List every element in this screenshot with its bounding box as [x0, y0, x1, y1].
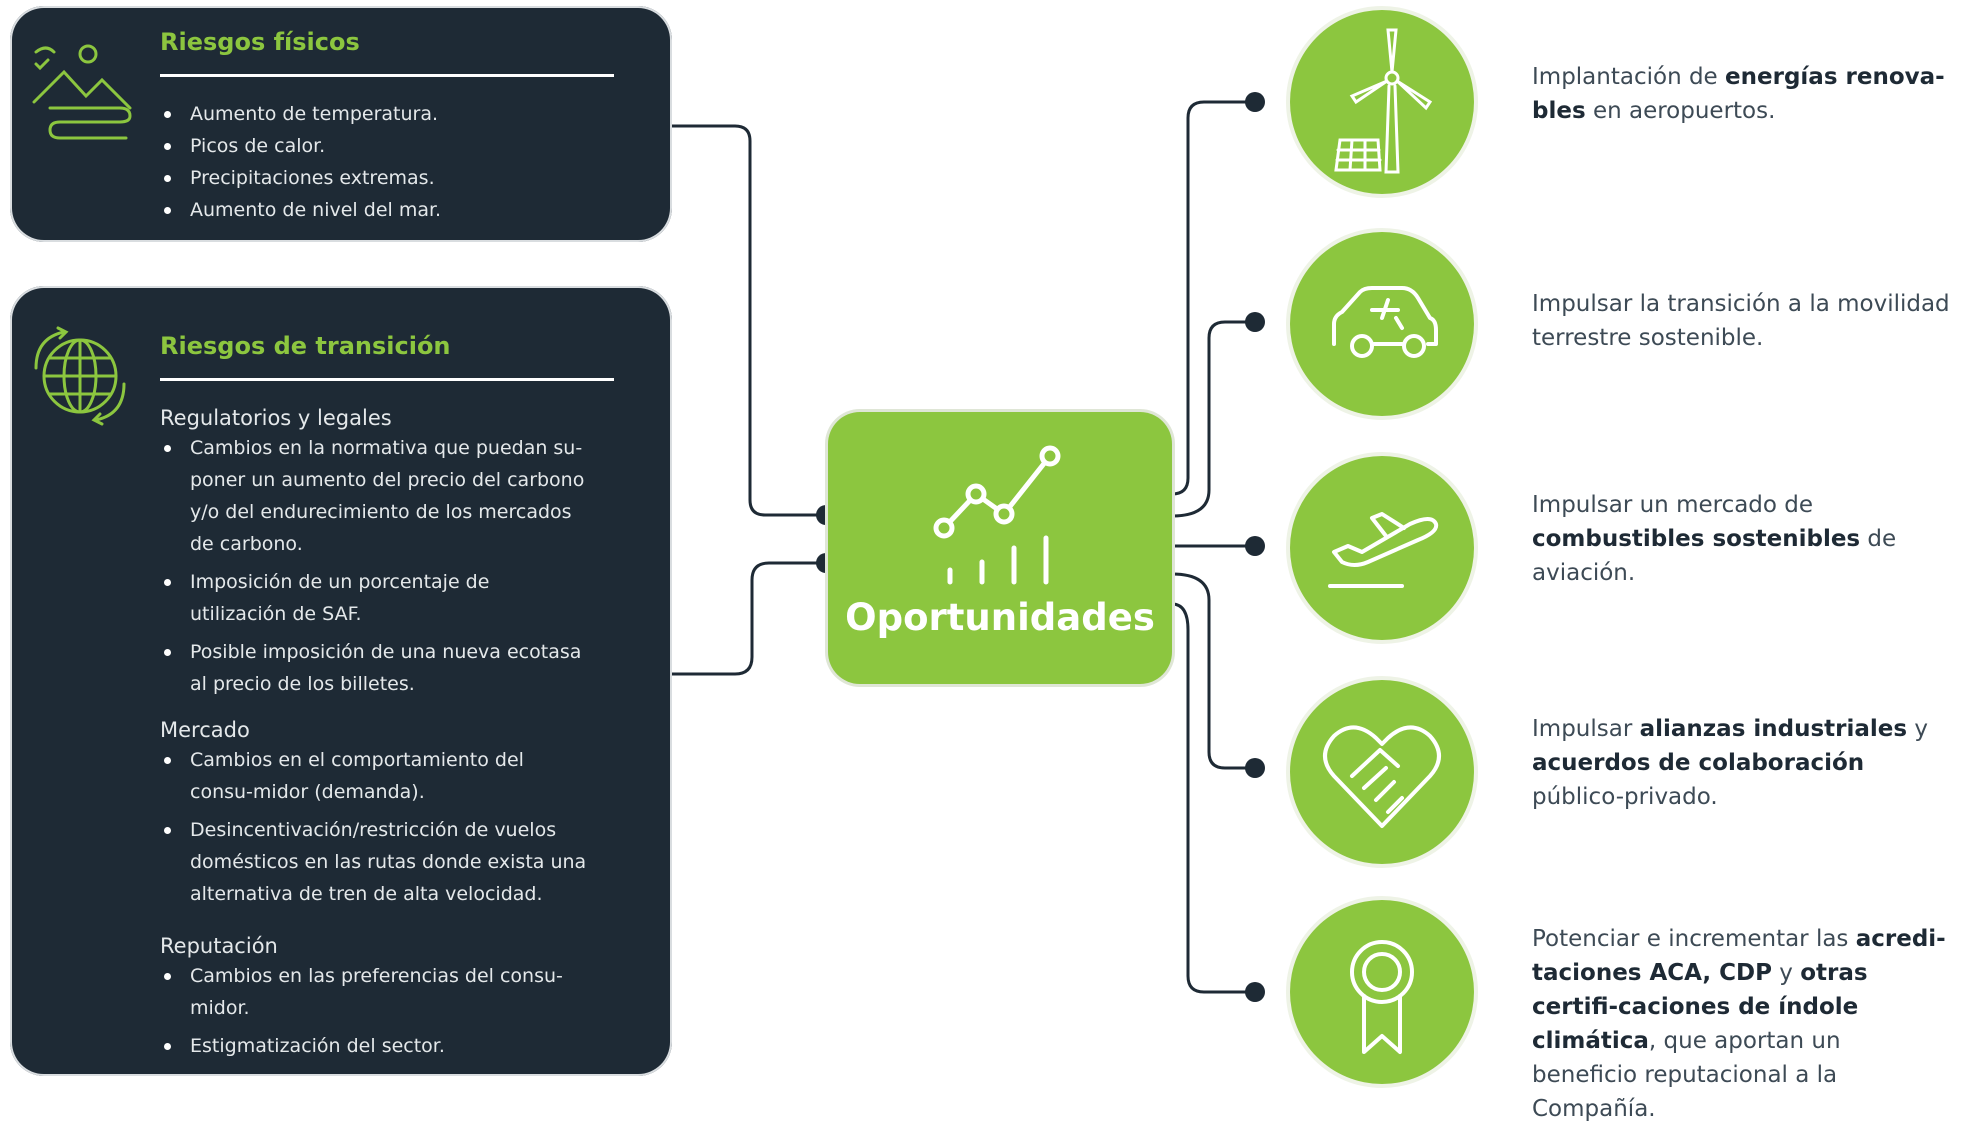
opportunity-text-certifications: Potenciar e incrementar las acredi-tacio…	[1532, 922, 1952, 1126]
body-text: en aeropuertos.	[1585, 98, 1776, 124]
hub-label: Oportunidades	[845, 596, 1155, 639]
group-label-market: Mercado	[160, 718, 250, 742]
physical-risks-list: Aumento de temperatura. Picos de calor. …	[160, 98, 441, 226]
highlight-text: otras certifi-caciones de índole climáti…	[1532, 960, 1868, 1054]
list-item: Picos de calor.	[160, 130, 441, 162]
list-item: Cambios en el comportamiento del consu-m…	[160, 744, 590, 808]
opportunity-text-saf: Impulsar un mercado de combustibles sost…	[1532, 488, 1952, 590]
list-item: Aumento de nivel del mar.	[160, 194, 441, 226]
list-item: Cambios en la normativa que puedan su-po…	[160, 432, 590, 560]
opportunity-icon-mobility	[1290, 232, 1474, 416]
list-item: Aumento de temperatura.	[160, 98, 441, 130]
body-text: y	[1907, 716, 1929, 742]
list-item: Cambios en las preferencias del consu-mi…	[160, 960, 590, 1024]
highlight-text: combustibles sostenibles	[1532, 526, 1861, 552]
highlight-text: acuerdos de colaboración	[1532, 750, 1865, 776]
list-item: Imposición de un porcentaje de utilizaci…	[160, 566, 590, 630]
transition-risks-title: Riesgos de transición	[160, 332, 451, 360]
growth-chart-icon	[924, 432, 1074, 597]
title-divider	[160, 74, 614, 77]
market-list: Cambios en el comportamiento del consu-m…	[160, 744, 590, 910]
body-text: Impulsar	[1532, 716, 1640, 742]
list-item: Posible imposición de una nueva ecotasa …	[160, 636, 590, 700]
body-text: Implantación de	[1532, 64, 1726, 90]
transition-risks-panel: Riesgos de transición Regulatorios y leg…	[10, 286, 672, 1076]
body-text: y	[1771, 960, 1801, 986]
body-text: Impulsar un mercado de	[1532, 492, 1814, 518]
body-text: Impulsar la transición a la movilidad te…	[1532, 291, 1950, 351]
opportunity-text-alliances: Impulsar alianzas industriales y acuerdo…	[1532, 712, 1952, 814]
opportunity-icon-saf	[1290, 456, 1474, 640]
highlight-text: alianzas industriales	[1639, 716, 1908, 742]
group-label-reputation: Reputación	[160, 934, 278, 958]
reputation-list: Cambios en las preferencias del consu-mi…	[160, 960, 590, 1062]
physical-risks-panel: Riesgos físicos Aumento de temperatura. …	[10, 6, 672, 242]
list-item: Estigmatización del sector.	[160, 1030, 590, 1062]
regulatory-list: Cambios en la normativa que puedan su-po…	[160, 432, 590, 700]
title-divider	[160, 378, 614, 381]
connector-lines	[672, 92, 1265, 1002]
highlight-text: energías renova-bles	[1532, 64, 1945, 124]
opportunity-icon-alliances	[1290, 680, 1474, 864]
opportunity-icon-certifications	[1290, 900, 1474, 1084]
opportunity-icon-renewables	[1290, 10, 1474, 194]
globe-arrows-icon	[30, 326, 130, 431]
opportunity-text-mobility: Impulsar la transición a la movilidad te…	[1532, 287, 1952, 355]
highlight-text: acredi-taciones ACA, CDP	[1532, 926, 1946, 986]
opportunity-text-renewables: Implantación de energías renova-bles en …	[1532, 60, 1952, 128]
landscape-icon	[30, 38, 138, 151]
physical-risks-title: Riesgos físicos	[160, 28, 360, 56]
list-item: Desincentivación/restricción de vuelos d…	[160, 814, 590, 910]
body-text: Potenciar e incrementar las	[1532, 926, 1856, 952]
group-label-regulatory: Regulatorios y legales	[160, 406, 392, 430]
list-item: Precipitaciones extremas.	[160, 162, 441, 194]
opportunities-hub: Oportunidades	[828, 412, 1172, 684]
body-text: de aviación.	[1532, 526, 1897, 586]
body-text: público-privado.	[1532, 784, 1718, 810]
